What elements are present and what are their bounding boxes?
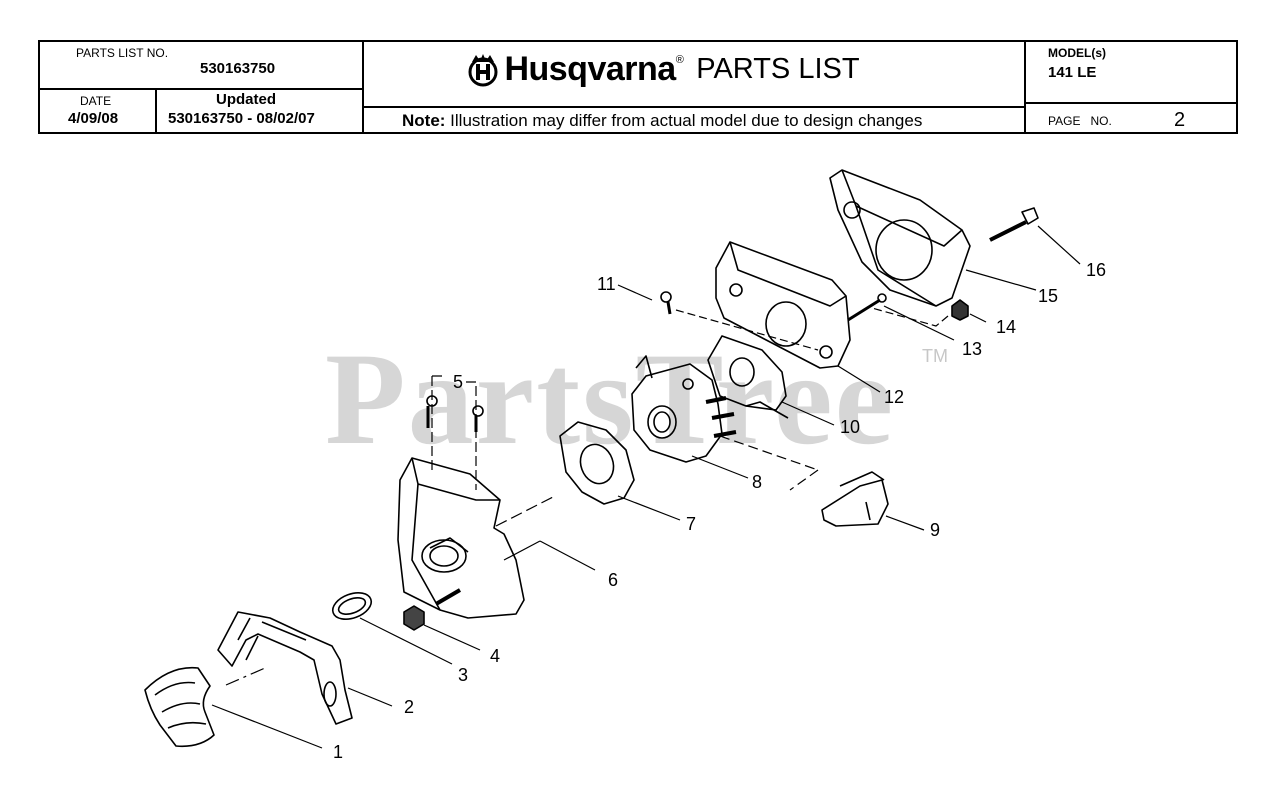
parts-list-title: PARTS LIST — [696, 53, 860, 85]
part-13-stud — [847, 293, 887, 322]
callout-12: 12 — [884, 387, 904, 407]
part-7-gasket — [559, 421, 635, 505]
callout-11: 11 — [597, 274, 616, 294]
husqvarna-crown-icon — [468, 53, 498, 86]
parts-list-no: 530163750 — [200, 60, 276, 77]
updated-value: 530163750 - 08/02/07 — [168, 110, 315, 127]
part-4-nut — [403, 605, 425, 631]
husqvarna-logo: Husqvarna® PARTS LIST — [466, 50, 886, 90]
callout-8: 8 — [752, 472, 762, 492]
callout-4: 4 — [490, 646, 500, 666]
callout-14: 14 — [996, 317, 1016, 337]
part-6-housing — [397, 457, 525, 619]
model-label: MODEL(s) — [1048, 46, 1106, 60]
updated-label: Updated — [216, 91, 276, 108]
part-14-nut — [951, 299, 969, 321]
note-label: Note: — [402, 111, 446, 130]
callout-7: 7 — [686, 514, 696, 534]
part-2-bracket — [217, 611, 353, 725]
callout-9: 9 — [930, 520, 940, 540]
callout-5: 5 — [453, 372, 463, 392]
callout-16: 16 — [1086, 260, 1106, 280]
page-no-value: 2 — [1174, 109, 1186, 131]
page-no-label: PAGE NO. — [1048, 114, 1112, 128]
parts-list-no-label: PARTS LIST NO. — [76, 46, 169, 60]
trademark-mark: TM — [922, 346, 948, 366]
part-10-plate — [707, 335, 789, 419]
part-3-o-ring — [331, 592, 373, 620]
callout-2: 2 — [404, 697, 414, 717]
brand-registered-mark: ® — [675, 54, 684, 66]
part-15-filter-cover — [829, 169, 971, 307]
date-label: DATE — [80, 94, 112, 108]
part-11-screw — [660, 291, 672, 315]
parts-list-header: PARTS LIST NO. 530163750 DATE 4/09/08 Up… — [38, 40, 1238, 134]
callout-6: 6 — [608, 570, 618, 590]
callout-15: 15 — [1038, 286, 1058, 306]
callout-10: 10 — [840, 417, 860, 437]
part-8-carburetor — [631, 355, 737, 463]
model-value: 141 LE — [1048, 64, 1097, 81]
callout-1: 1 — [333, 742, 343, 762]
callout-3: 3 — [458, 665, 468, 685]
partstree-watermark: PartsTree — [325, 325, 896, 472]
date-value: 4/09/08 — [68, 110, 119, 127]
part-5-screws — [426, 375, 484, 490]
illustration-note: Note: Illustration may differ from actua… — [402, 111, 922, 131]
brand-name: Husqvarna — [504, 50, 676, 88]
part-1-deflector — [144, 666, 215, 748]
note-text: Illustration may differ from actual mode… — [445, 111, 923, 130]
part-9-choke-lever — [821, 471, 889, 527]
part-16-bolt — [989, 207, 1039, 242]
part-12-filter-base — [715, 241, 851, 369]
callout-13: 13 — [962, 339, 982, 359]
